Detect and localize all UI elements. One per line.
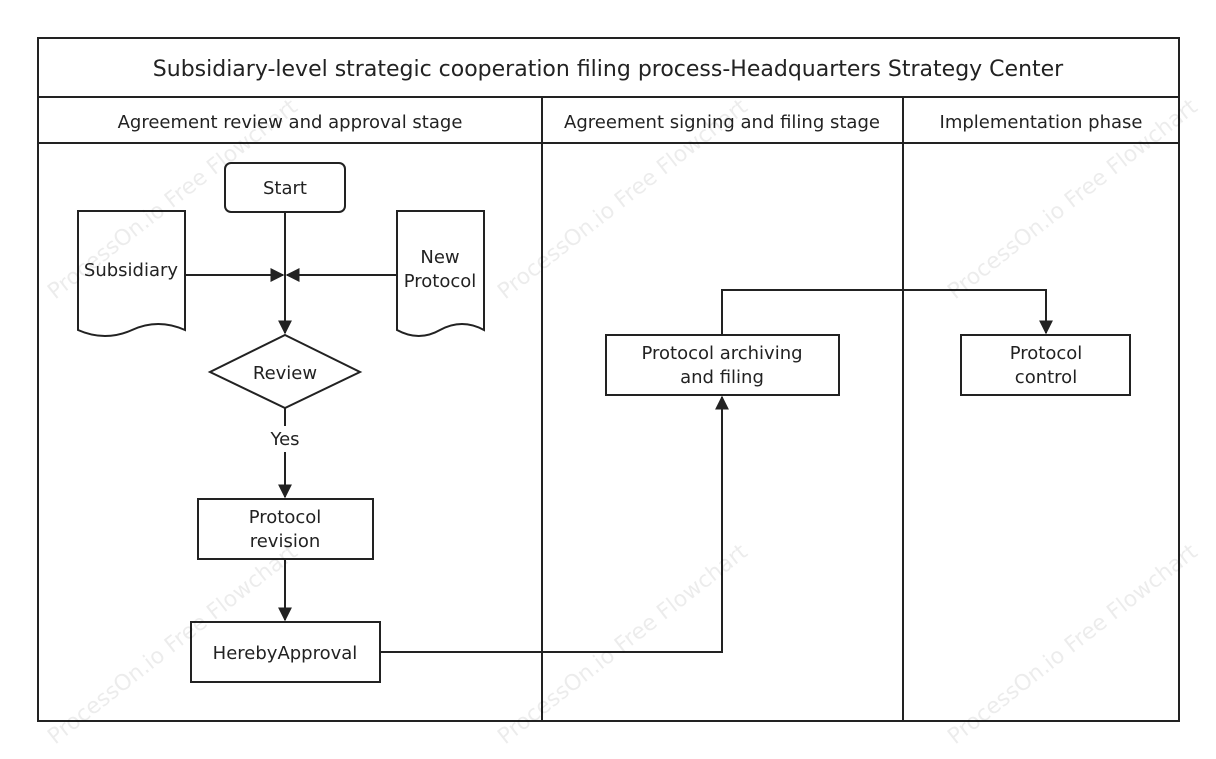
review-decision-label: Review [253,363,317,384]
protocol-control-label-line1: Protocol [1010,343,1083,364]
lane-header-review: Agreement review and approval stage [118,112,463,133]
protocol-revision-label-line2: revision [250,531,321,552]
connector-approval-to-archiving [380,395,729,653]
connectors [185,212,1053,653]
diagram-title: Subsidiary-level strategic cooperation f… [153,57,1064,82]
protocol-control-node: Protocol control [960,334,1131,396]
subsidiary-document-label: Subsidiary [84,260,178,281]
approval-node: HerebyApproval [190,621,381,683]
start-node: Start [224,162,346,213]
lane-header-implementation: Implementation phase [940,112,1143,133]
approval-node-label: HerebyApproval [213,643,358,664]
new-protocol-label-line1: New [420,247,459,268]
connector-archiving-to-control [721,289,1053,335]
protocol-revision-node: Protocol revision [197,498,374,560]
protocol-revision-label-line1: Protocol [249,507,322,528]
protocol-control-label-line2: control [1015,367,1077,388]
protocol-archiving-label-line2: and filing [680,367,764,388]
new-protocol-label-line2: Protocol [404,271,477,292]
review-decision-node: Review [207,333,363,410]
lane-header-signing: Agreement signing and filing stage [564,112,880,133]
subsidiary-document-node: Subsidiary [77,210,186,337]
yes-branch-label: Yes [269,429,299,450]
protocol-archiving-label-line1: Protocol archiving [641,343,802,364]
start-node-label: Start [263,178,307,199]
protocol-archiving-node: Protocol archiving and filing [605,334,840,396]
new-protocol-document-node: New Protocol [396,210,485,337]
